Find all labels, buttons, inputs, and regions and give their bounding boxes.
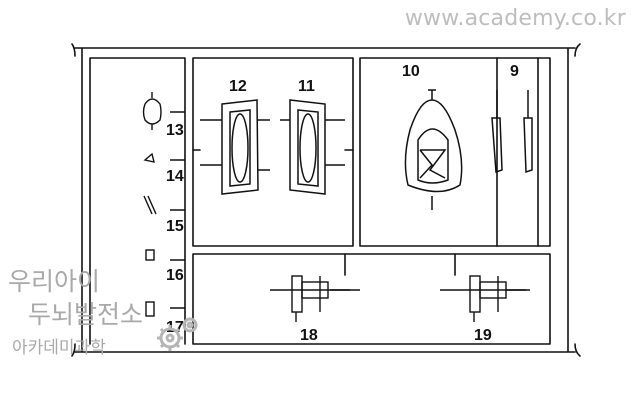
part-18 (270, 275, 360, 322)
part-10 (404, 89, 463, 210)
watermark-url: www.academy.co.kr (404, 6, 626, 31)
label-part-13: 13 (166, 122, 184, 139)
watermark-korean-line3: 아카데미과학 (12, 338, 106, 358)
part-16 (145, 249, 155, 261)
part-12 (200, 99, 270, 195)
part-14 (143, 152, 155, 163)
sprue-outer-frame (71, 43, 581, 357)
label-part-9: 9 (510, 63, 519, 80)
watermark-korean-line1: 우리아이 (8, 267, 101, 296)
small-parts (142, 92, 185, 317)
part-11 (280, 99, 345, 195)
part-17 (145, 301, 155, 317)
label-part-17: 17 (166, 319, 184, 336)
gear-icon (157, 317, 198, 351)
label-part-19: 19 (474, 327, 492, 344)
watermark-korean-line2: 두뇌발전소 (28, 300, 144, 329)
part-13 (142, 92, 162, 130)
label-part-10: 10 (402, 63, 420, 80)
label-part-11: 11 (298, 78, 315, 95)
label-part-16: 16 (166, 267, 184, 284)
label-part-18: 18 (300, 327, 318, 344)
part-19 (440, 275, 530, 322)
part-15 (143, 195, 157, 215)
part-9 (491, 90, 533, 174)
label-part-14: 14 (166, 168, 184, 185)
label-part-15: 15 (166, 218, 184, 235)
sprue-runners (89, 57, 551, 345)
label-part-12: 12 (229, 78, 247, 95)
